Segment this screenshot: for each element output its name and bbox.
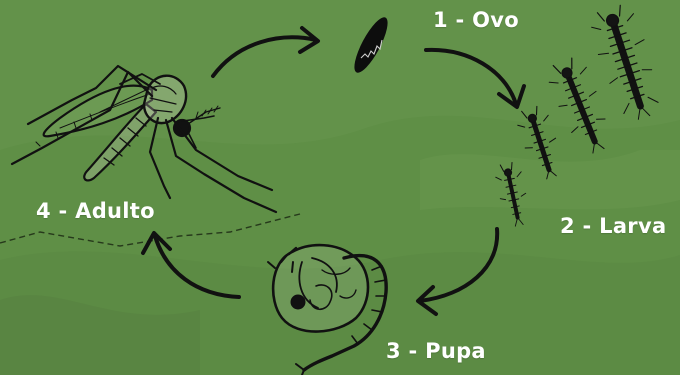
pupa-stage-label: 3 - Pupa	[386, 339, 486, 363]
egg-stage-label: 1 - Ovo	[433, 8, 519, 32]
adult-stage-label: 4 - Adulto	[36, 199, 155, 223]
pupa-icon	[268, 245, 386, 375]
mosquito-icon	[12, 66, 276, 212]
larva-stage-label: 2 - Larva	[560, 214, 666, 238]
egg-icon	[348, 13, 393, 76]
larva-icon	[493, 2, 666, 228]
